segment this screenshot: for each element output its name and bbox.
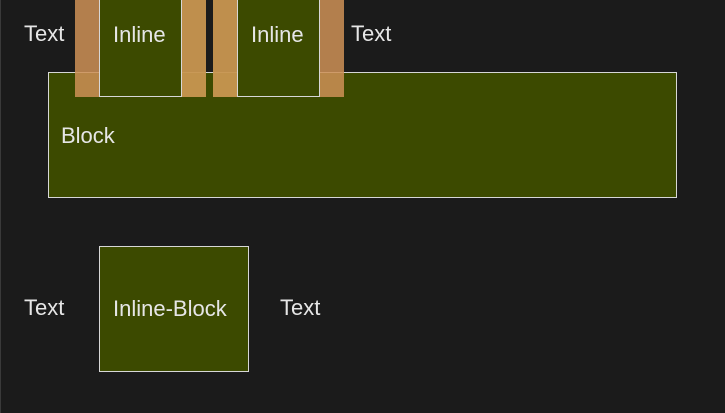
row2-text-left: Text: [24, 295, 65, 320]
row1-text-right: Text: [351, 21, 392, 46]
inline-box-2: Inline: [237, 0, 320, 97]
inline-box-1: Inline: [99, 0, 182, 97]
inline-box-2-label: Inline: [251, 22, 304, 47]
inline-box-1-label: Inline: [113, 22, 166, 47]
inline-2-left-margin-overlap: [213, 72, 237, 97]
inline-block-label: Inline-Block: [113, 296, 227, 321]
inline-block-box: Inline-Block: [99, 246, 249, 372]
inline-2-right-margin-overlap: [320, 72, 344, 97]
row1-text-left: Text: [24, 21, 65, 46]
inline-1-right-margin-overlap: [182, 72, 206, 97]
block-label: Block: [61, 123, 115, 148]
inline-1-left-margin-overlap: [75, 72, 100, 97]
left-edge-divider: [0, 0, 1, 413]
row2-text-right: Text: [280, 295, 321, 320]
